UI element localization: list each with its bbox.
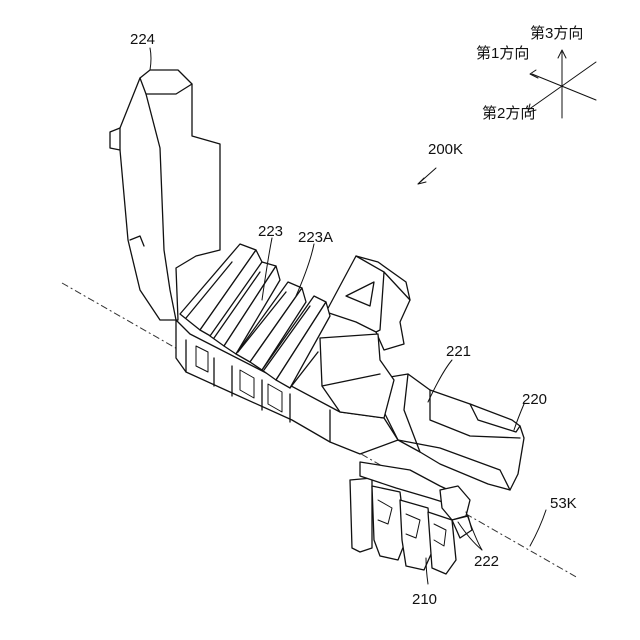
direction-indicator — [528, 50, 596, 118]
label-223: 223 — [258, 223, 283, 240]
label-223a: 223A — [298, 229, 333, 246]
label-221: 221 — [446, 343, 471, 360]
label-first-direction: 第1方向 — [476, 44, 529, 62]
label-53k: 53K — [550, 495, 577, 512]
label-second-direction: 第2方向 — [482, 104, 535, 122]
lower-mechanism-210 — [350, 462, 466, 574]
label-220: 220 — [522, 391, 547, 408]
label-222: 222 — [474, 553, 499, 570]
label-200k: 200K — [428, 141, 463, 158]
label-210: 210 — [412, 591, 437, 608]
label-third-direction: 第3方向 — [530, 24, 583, 42]
label-224: 224 — [130, 31, 155, 48]
upright-plate-224 — [110, 70, 220, 320]
